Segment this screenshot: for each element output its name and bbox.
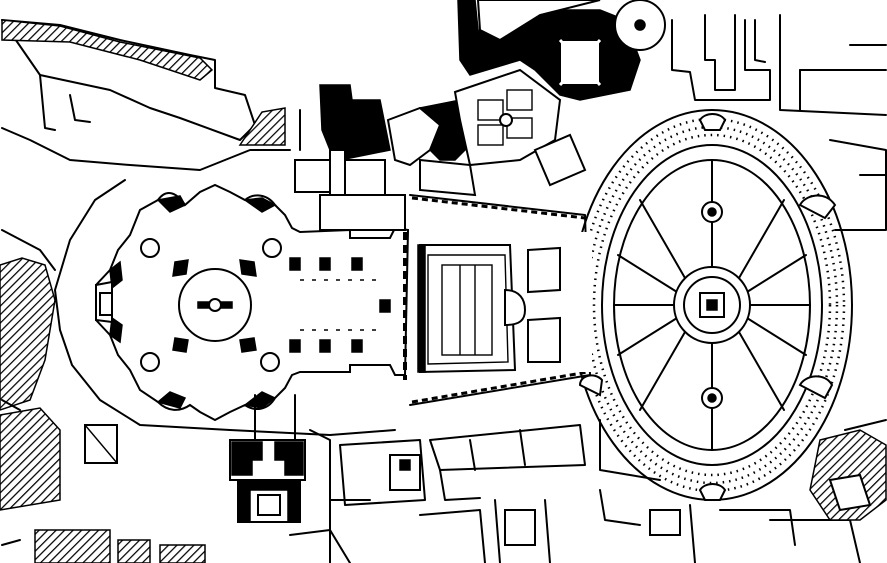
- basilica: [95, 183, 410, 422]
- piazza: [570, 109, 853, 501]
- upper-walls: [1, 19, 301, 171]
- south-buildings: [229, 394, 887, 563]
- colonnade-inner: [601, 144, 823, 466]
- forecourt: [409, 194, 591, 406]
- north-buildings: [294, 0, 666, 231]
- basilica-enclosure: [54, 179, 396, 436]
- left-streets: [1, 229, 56, 546]
- palace-block: [319, 84, 391, 161]
- left-buildings: [0, 257, 206, 563]
- upper-right-blocks: [671, 14, 887, 231]
